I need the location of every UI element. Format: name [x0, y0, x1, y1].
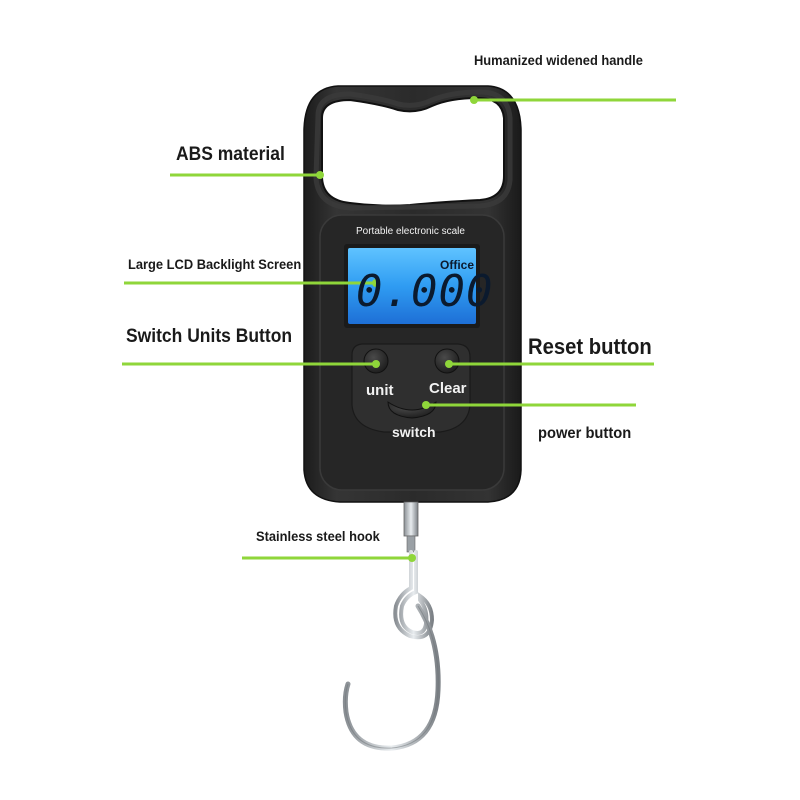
steel-hook: [342, 501, 441, 751]
lcd-mode-label: Office: [440, 258, 475, 272]
lcd-screen: [344, 244, 480, 328]
unit-button-label: unit: [366, 382, 394, 399]
callout-material: ABS material: [176, 144, 285, 165]
lcd-reading: 0.000: [356, 266, 494, 317]
callout-handle: Humanized widened handle: [474, 52, 643, 68]
clear-button-label: Clear: [429, 380, 467, 397]
callout-reset-button: Reset button: [528, 334, 652, 359]
callout-hook: Stainless steel hook: [256, 528, 380, 544]
callout-lines: [122, 96, 676, 562]
callout-units-button: Switch Units Button: [126, 326, 293, 347]
switch-button-label: switch: [392, 424, 436, 440]
screen-caption: Portable electronic scale: [356, 226, 465, 237]
handle-opening: [321, 96, 505, 207]
switch-button[interactable]: [387, 401, 437, 419]
callout-screen: Large LCD Backlight Screen: [128, 256, 302, 272]
callout-power-button: power button: [538, 425, 632, 442]
